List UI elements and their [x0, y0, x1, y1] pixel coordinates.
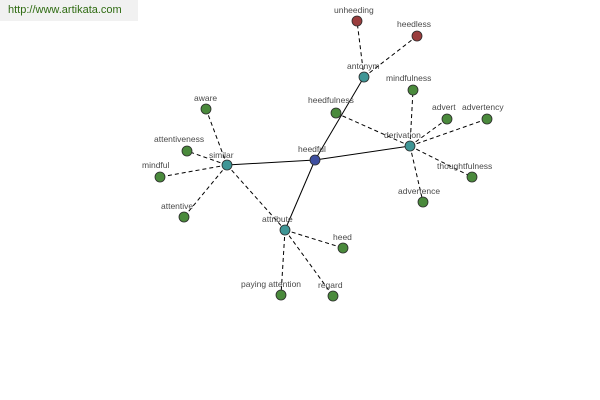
edge-similar-to-attentive: [183, 164, 228, 218]
node-paying-attention[interactable]: [275, 289, 287, 301]
edge-heedful-to-derivation: [314, 145, 411, 161]
edge-heedful-to-attribute: [284, 159, 316, 231]
node-heedful[interactable]: [309, 154, 321, 166]
node-label-derivation[interactable]: derivation: [384, 130, 421, 140]
edge-attribute-to-heed: [284, 229, 344, 249]
graph-nodes: [154, 15, 493, 302]
edge-antonym-to-unheeding: [356, 20, 365, 78]
edge-similar-to-attribute: [226, 164, 286, 231]
node-label-aware[interactable]: aware: [194, 93, 217, 103]
edge-heedful-to-similar: [226, 159, 316, 166]
edge-derivation-to-advertence: [409, 145, 424, 203]
node-advertence[interactable]: [417, 196, 429, 208]
node-derivation[interactable]: [404, 140, 416, 152]
edge-similar-to-attentiveness: [186, 150, 228, 166]
node-attentiveness[interactable]: [181, 145, 193, 157]
edge-derivation-to-advert: [409, 118, 448, 147]
node-label-heedfulness[interactable]: heedfulness: [308, 95, 354, 105]
node-label-attentiveness[interactable]: attentiveness: [154, 134, 204, 144]
node-advert[interactable]: [441, 113, 453, 125]
node-attribute[interactable]: [279, 224, 291, 236]
node-unheeding[interactable]: [351, 15, 363, 27]
node-label-mindfulness[interactable]: mindfulness: [386, 73, 431, 83]
node-regard[interactable]: [327, 290, 339, 302]
node-heedless[interactable]: [411, 30, 423, 42]
node-label-advertency[interactable]: advertency: [462, 102, 504, 112]
edge-attribute-to-paying-attention: [280, 229, 286, 296]
node-label-paying-attention[interactable]: paying attention: [241, 279, 301, 289]
node-label-thoughtfulness[interactable]: thoughtfulness: [437, 161, 492, 171]
edge-similar-to-aware: [205, 108, 228, 166]
node-heedfulness[interactable]: [330, 107, 342, 119]
node-attentive[interactable]: [178, 211, 190, 223]
node-label-similar[interactable]: similar: [209, 150, 234, 160]
node-advertency[interactable]: [481, 113, 493, 125]
node-label-heedless[interactable]: heedless: [397, 19, 431, 29]
node-mindfulness[interactable]: [407, 84, 419, 96]
node-label-heed[interactable]: heed: [333, 232, 352, 242]
node-thoughtfulness[interactable]: [466, 171, 478, 183]
node-label-regard[interactable]: regard: [318, 280, 343, 290]
node-similar[interactable]: [221, 159, 233, 171]
graph-labels: heedful antonym similar derivation attribute…: [142, 5, 504, 290]
node-label-attribute[interactable]: attribute: [262, 214, 293, 224]
graph-edges: [159, 20, 488, 297]
site-url-label[interactable]: http://www.artikata.com: [0, 0, 138, 21]
node-aware[interactable]: [200, 103, 212, 115]
node-label-advert[interactable]: advert: [432, 102, 456, 112]
edge-derivation-to-thoughtfulness: [409, 145, 473, 178]
node-label-antonym[interactable]: antonym: [347, 61, 380, 71]
edge-heedful-to-antonym: [314, 76, 365, 161]
node-mindful[interactable]: [154, 171, 166, 183]
node-label-attentive[interactable]: attentive: [161, 201, 193, 211]
node-label-heedful[interactable]: heedful: [298, 144, 326, 154]
edge-derivation-to-mindfulness: [409, 89, 414, 147]
node-label-unheeding[interactable]: unheeding: [334, 5, 374, 15]
node-antonym[interactable]: [358, 71, 370, 83]
node-label-advertence[interactable]: advertence: [398, 186, 440, 196]
edge-similar-to-mindful: [159, 164, 228, 178]
node-heed[interactable]: [337, 242, 349, 254]
node-label-mindful[interactable]: mindful: [142, 160, 170, 170]
